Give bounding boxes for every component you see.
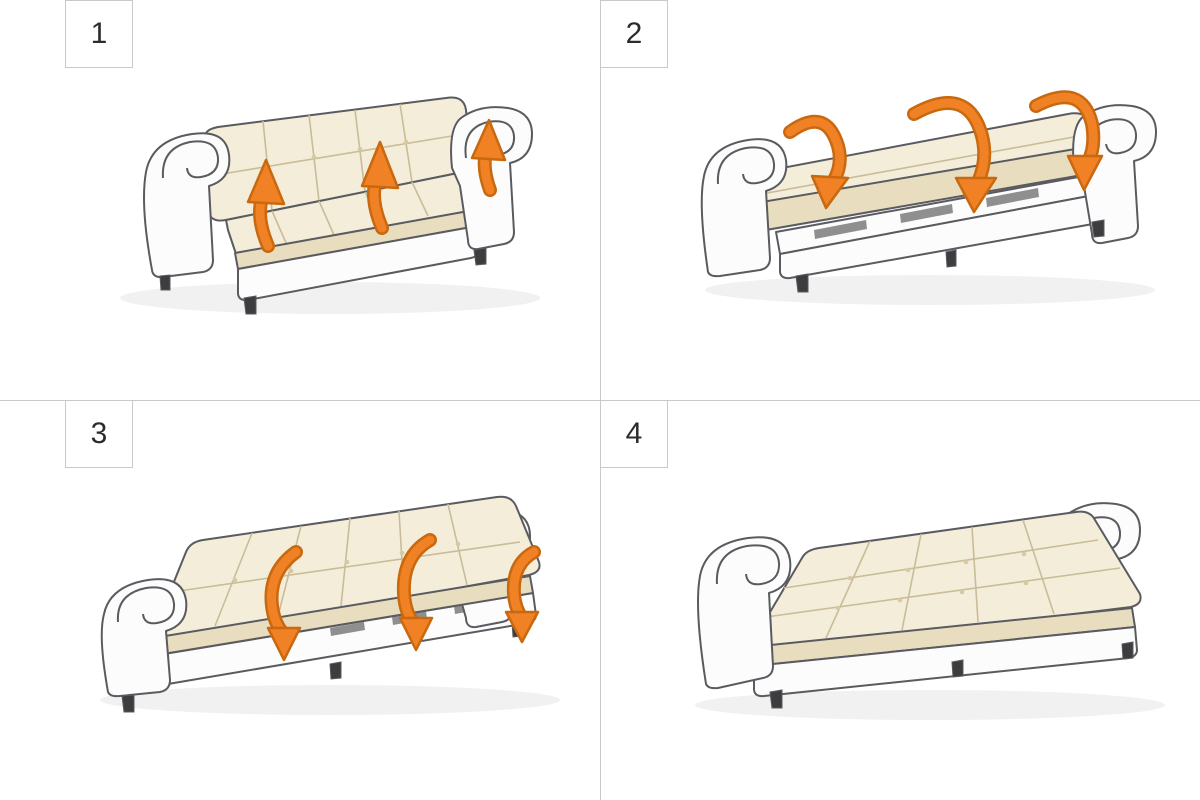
step-number-2: 2 xyxy=(625,17,643,50)
step-label-box-1: 1 xyxy=(65,0,133,68)
lift-up-arrow-icon xyxy=(246,158,286,253)
sofa-upright-illustration xyxy=(120,96,540,315)
fold-down-arrow-icon xyxy=(907,96,998,214)
sofa-step3 xyxy=(100,495,541,713)
step-panel-1: 1 xyxy=(0,0,600,400)
backrest-folded-illustration xyxy=(700,90,1157,305)
unfold-down-arrow-icon xyxy=(264,545,303,662)
sofa-step1 xyxy=(143,96,533,315)
unfold-down-arrow-icon xyxy=(504,545,541,644)
seat-unfolding-illustration xyxy=(100,495,560,715)
step-number-3: 3 xyxy=(90,417,108,450)
step-label-box-4: 4 xyxy=(600,400,668,468)
sofa-step4 xyxy=(697,502,1142,709)
bed-unfolded-illustration xyxy=(695,502,1165,720)
lift-up-arrow-icon xyxy=(360,140,400,235)
step-label-box-3: 3 xyxy=(65,400,133,468)
step-number-4: 4 xyxy=(625,417,643,450)
step-panel-3: 3 xyxy=(0,400,600,800)
step-label-box-2: 2 xyxy=(600,0,668,68)
unfold-down-arrow-icon xyxy=(396,533,437,652)
step-panel-4: 4 xyxy=(600,400,1200,800)
fold-down-arrow-icon xyxy=(1029,90,1104,192)
lift-up-arrow-icon xyxy=(470,118,507,197)
step-number-1: 1 xyxy=(90,17,108,50)
sofa-step2 xyxy=(700,104,1157,293)
fold-down-arrow-icon xyxy=(783,114,850,210)
step-panel-2: 2 xyxy=(600,0,1200,400)
